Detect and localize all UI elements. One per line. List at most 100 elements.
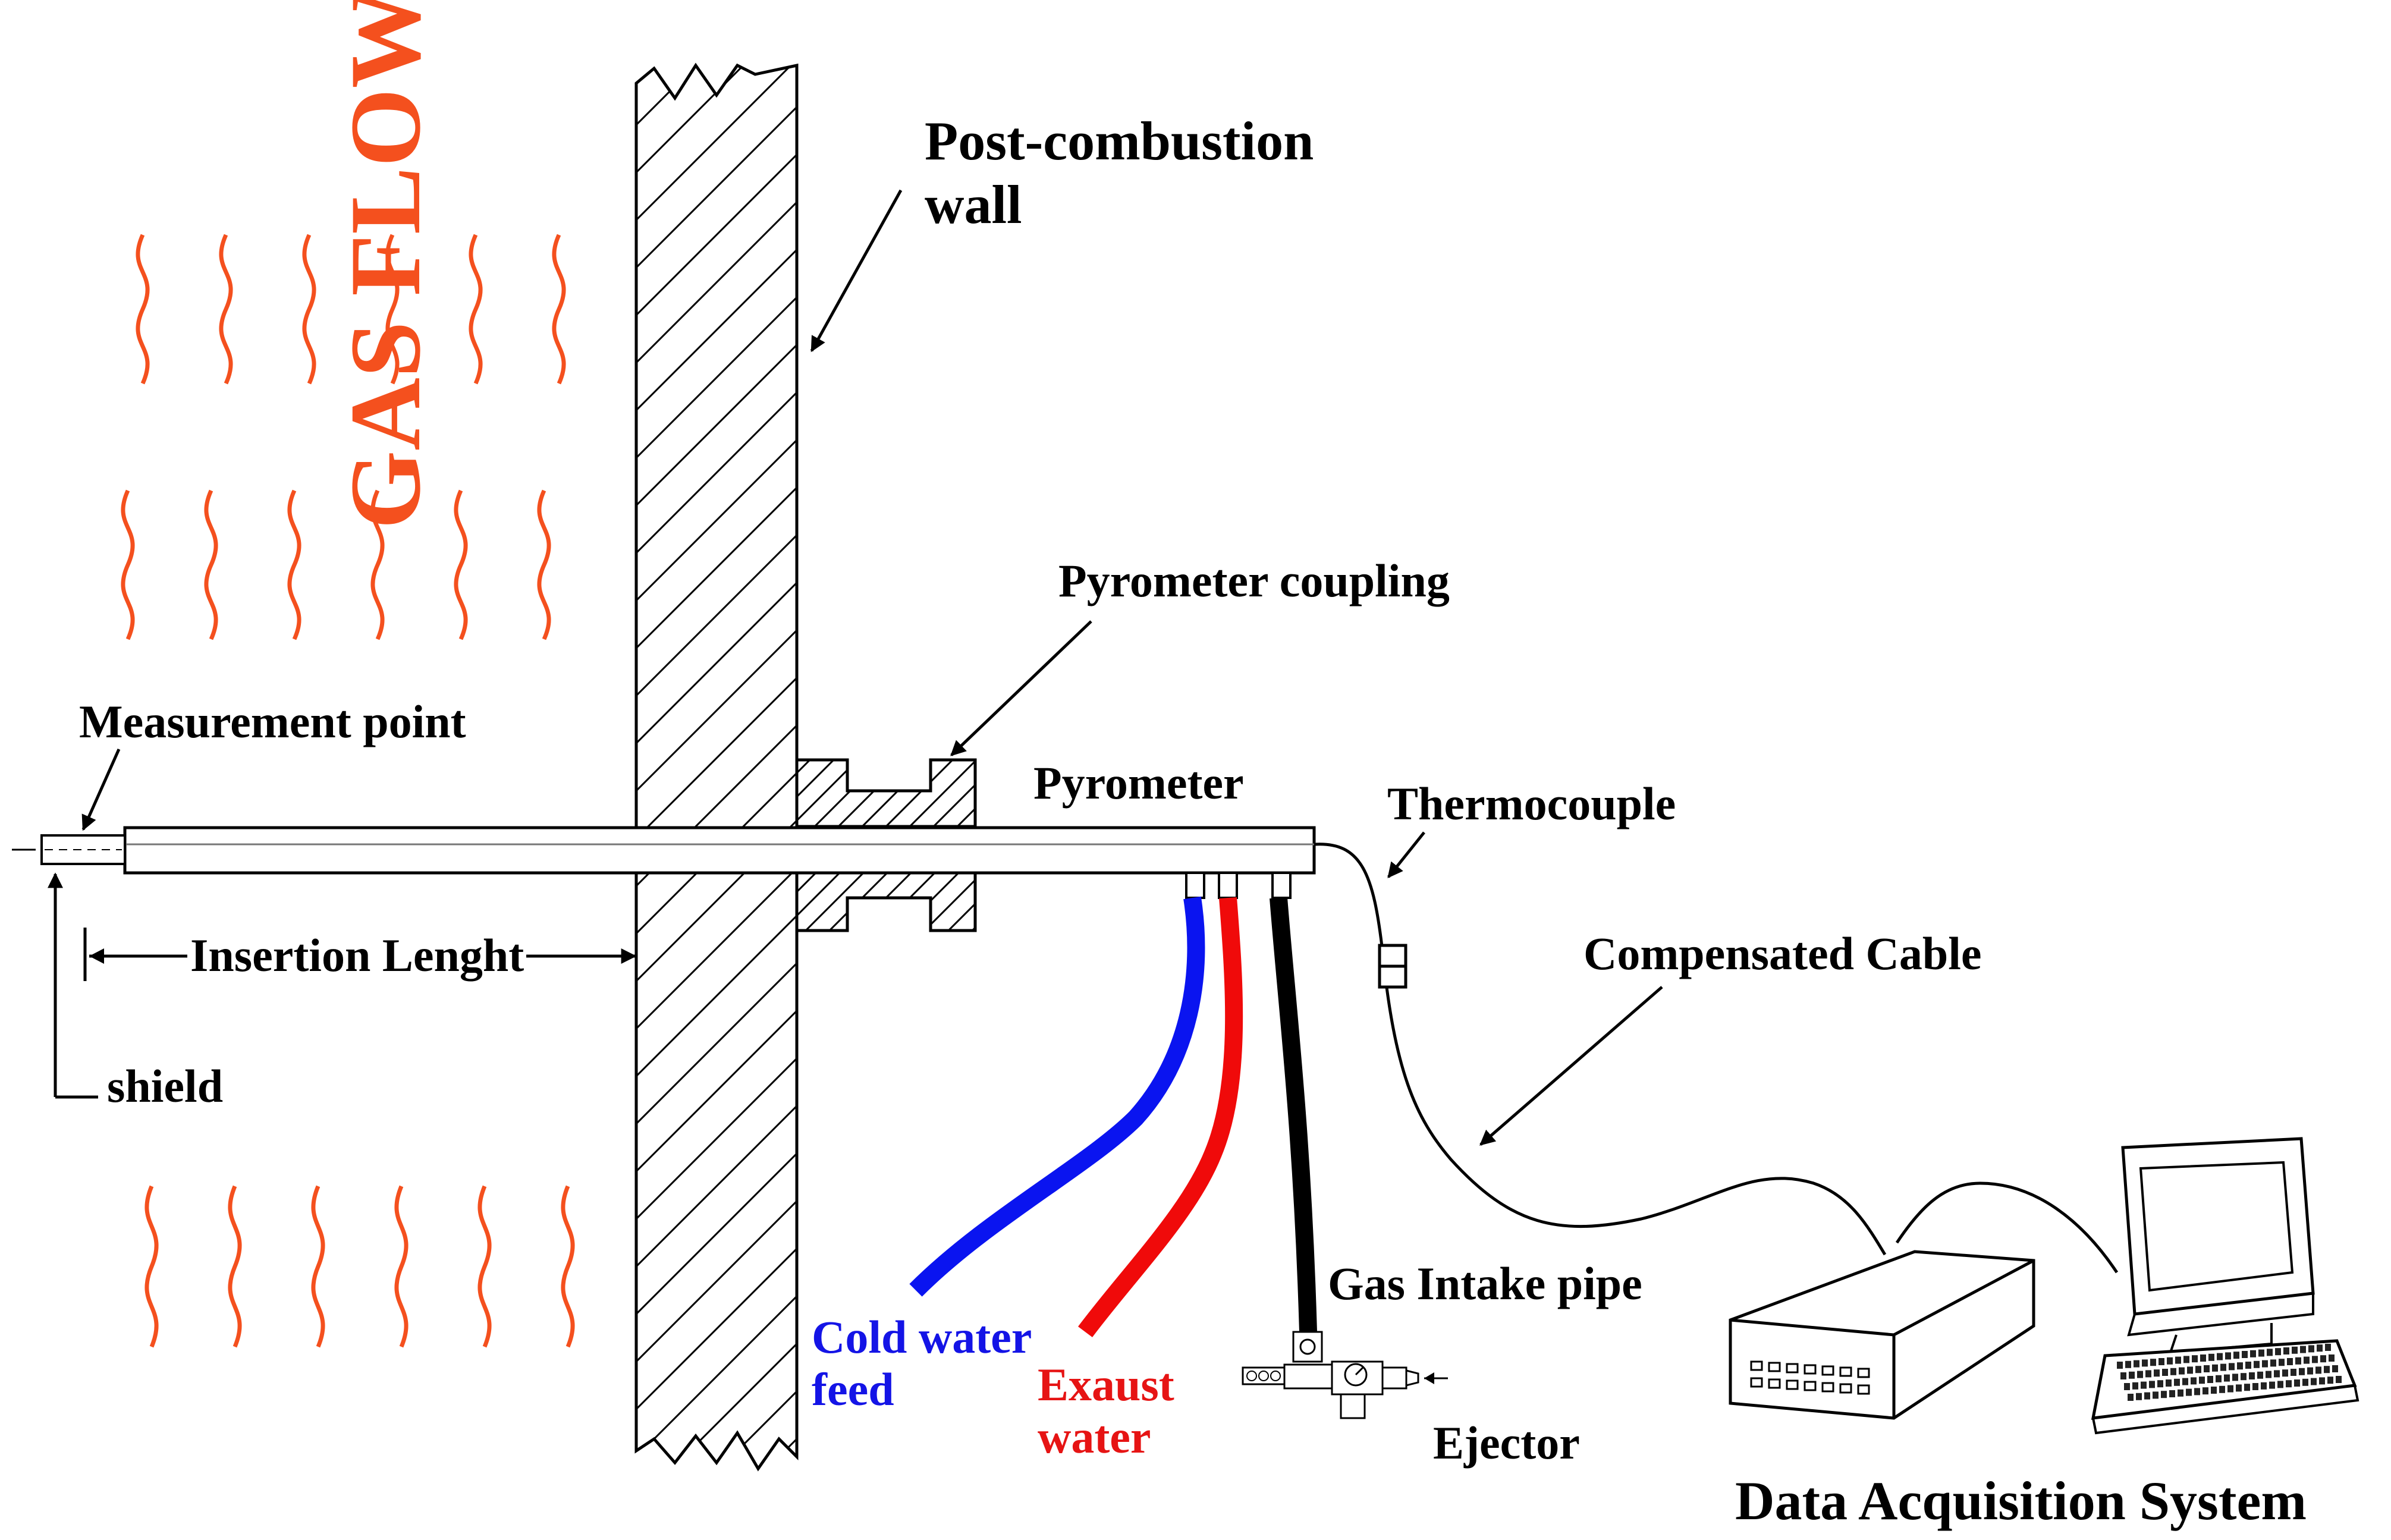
pyrometer-coupling — [795, 758, 977, 932]
logger-button — [1821, 1382, 1834, 1393]
computer-keyboard — [2091, 1339, 2359, 1435]
keyboard-key — [2315, 1366, 2321, 1374]
gas-intake-pipe-label: Gas Intake pipe — [1328, 1258, 1642, 1309]
keyboard-key — [2283, 1347, 2289, 1354]
keyboard-key — [2319, 1377, 2325, 1385]
keyboard-key — [2145, 1370, 2151, 1378]
keyboard-key — [2274, 1370, 2280, 1378]
keyboard-key — [2292, 1346, 2298, 1354]
keyboard-key — [2182, 1378, 2188, 1385]
keyboard-key — [2317, 1344, 2323, 1352]
keyboard-key — [2302, 1378, 2308, 1386]
keyboard-key — [2282, 1369, 2288, 1377]
keyboard-key — [2295, 1357, 2301, 1365]
keyboard-key — [2162, 1369, 2168, 1376]
keyboard-key — [2211, 1387, 2217, 1394]
keyboard-key — [2154, 1369, 2160, 1377]
keyboard-key — [2175, 1356, 2181, 1364]
thermocouple-label: Thermocouple — [1387, 778, 1676, 829]
keyboard-key — [2144, 1392, 2150, 1400]
gas-flow-waves — [121, 234, 575, 1348]
keyboard-key — [2258, 1349, 2264, 1357]
pyrometer-coupling-label: Pyrometer coupling — [1058, 555, 1450, 606]
keyboard-key — [2134, 1360, 2139, 1368]
keyboard-key — [2244, 1384, 2250, 1391]
keyboard-key — [2178, 1389, 2183, 1397]
keyboard-key — [2141, 1381, 2147, 1389]
keyboard-key — [2242, 1351, 2248, 1358]
keyboard-key — [2254, 1360, 2260, 1368]
keyboard-key — [2227, 1385, 2233, 1393]
exhaust-water-label-line2: water — [1038, 1411, 1151, 1463]
data-acquisition-system-label: Data Acquisition System — [1735, 1470, 2307, 1531]
gas-flow-wave — [469, 234, 483, 385]
computer-monitor — [2121, 1137, 2315, 1354]
keyboard-key — [2261, 1382, 2267, 1390]
gas-flow-wave — [302, 234, 316, 385]
keyboard-key — [2186, 1388, 2192, 1396]
keyboard-key — [2241, 1373, 2247, 1381]
logger-button — [1839, 1366, 1852, 1377]
keyboard-key — [2204, 1365, 2210, 1372]
gas-flow-wave — [370, 489, 385, 640]
keyboard-key — [2257, 1371, 2263, 1379]
keyboard-key — [2277, 1381, 2283, 1388]
exhaust-water-hose — [1078, 897, 1243, 1338]
keyboard-key — [2157, 1380, 2163, 1388]
gas-flow-wave — [204, 489, 218, 640]
keyboard-key — [2166, 1379, 2172, 1387]
keyboard-key — [2129, 1371, 2135, 1379]
ejector — [1242, 1331, 1448, 1419]
keyboard-key — [2232, 1374, 2238, 1381]
keyboard-key — [2300, 1346, 2306, 1353]
keyboard-key — [2174, 1378, 2180, 1386]
keyboard-key — [2311, 1378, 2317, 1385]
keyboard-key — [2245, 1362, 2251, 1369]
keyboard-key — [2208, 1353, 2214, 1361]
gas-flow-wave — [454, 489, 468, 640]
keyboard-key — [2132, 1382, 2138, 1390]
keyboard-key — [2275, 1348, 2281, 1356]
keyboard-key — [2299, 1368, 2305, 1375]
keyboard-key — [2125, 1360, 2131, 1368]
keyboard-key — [2236, 1384, 2242, 1392]
keyboard-key — [2149, 1381, 2155, 1388]
keyboard-key — [2167, 1357, 2173, 1365]
gas-flow-wave — [311, 1185, 325, 1348]
logger-button — [1804, 1364, 1817, 1375]
keyboard-key — [2219, 1385, 2225, 1393]
keyboard-key — [2324, 1366, 2330, 1374]
keyboard-key — [2150, 1359, 2156, 1366]
gas-flow-wave — [552, 234, 566, 385]
keyboard-key — [2128, 1394, 2134, 1401]
logger-button — [1857, 1368, 1870, 1378]
logger-button — [1857, 1384, 1870, 1395]
keyboard-key — [2332, 1365, 2338, 1372]
keyboard-key — [2262, 1360, 2268, 1368]
gas-flow-wave — [136, 234, 150, 385]
keyboard-key — [2266, 1371, 2271, 1378]
keyboard-key — [2294, 1379, 2300, 1387]
logger-button — [1839, 1383, 1852, 1394]
keyboard-key — [2252, 1383, 2258, 1390]
ejector-label: Ejector — [1433, 1417, 1580, 1469]
keyboard-key — [2161, 1391, 2167, 1398]
keyboard-key — [2286, 1380, 2292, 1388]
keyboard-key — [2327, 1376, 2333, 1384]
cold-water-label-line2: feed — [812, 1363, 894, 1415]
cold-water-label-line1: Cold water — [812, 1311, 1032, 1363]
keyboard-key — [2187, 1366, 2193, 1374]
keyboard-key — [2329, 1354, 2335, 1362]
exhaust-water-label-line1: Exaust — [1038, 1359, 1174, 1410]
keyboard-key — [2194, 1388, 2200, 1396]
keyboard-key — [2279, 1359, 2285, 1366]
gas-flow-wave — [144, 1185, 159, 1348]
logger-button — [1750, 1360, 1763, 1371]
keyboard-key — [2269, 1381, 2275, 1389]
keyboard-key — [2312, 1356, 2318, 1363]
measurement-point-label: Measurement point — [79, 696, 466, 747]
leader-lines — [48, 189, 1663, 1146]
gas-flow-wave — [287, 489, 301, 640]
keyboard-key — [2142, 1359, 2148, 1367]
keyboard-key — [2304, 1356, 2310, 1364]
